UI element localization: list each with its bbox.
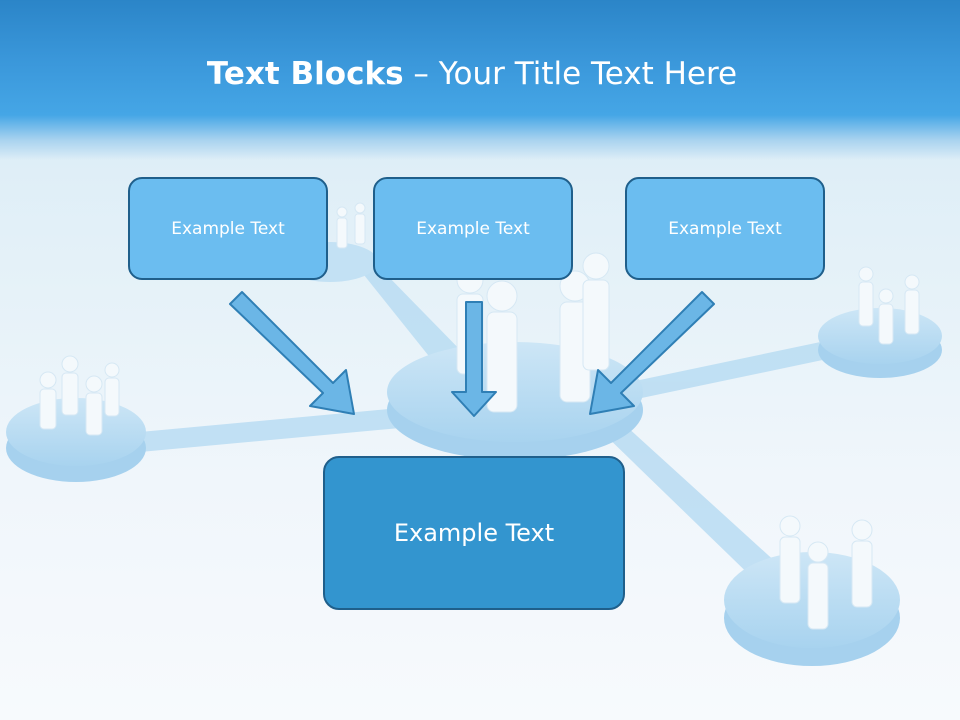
title-bold: Text Blocks	[206, 56, 404, 92]
text-box-top-right-label: Example Text	[668, 218, 782, 239]
text-box-top-middle[interactable]: Example Text	[373, 177, 573, 280]
header-band	[0, 0, 960, 160]
text-box-top-right[interactable]: Example Text	[625, 177, 825, 280]
text-box-top-left-label: Example Text	[171, 218, 285, 239]
slide-title: Text Blocks – Your Title Text Here	[0, 56, 944, 92]
text-box-bottom[interactable]: Example Text	[323, 456, 625, 610]
title-rest: – Your Title Text Here	[403, 56, 738, 92]
text-box-top-middle-label: Example Text	[416, 218, 530, 239]
text-box-top-left[interactable]: Example Text	[128, 177, 328, 280]
text-box-bottom-label: Example Text	[393, 519, 555, 547]
